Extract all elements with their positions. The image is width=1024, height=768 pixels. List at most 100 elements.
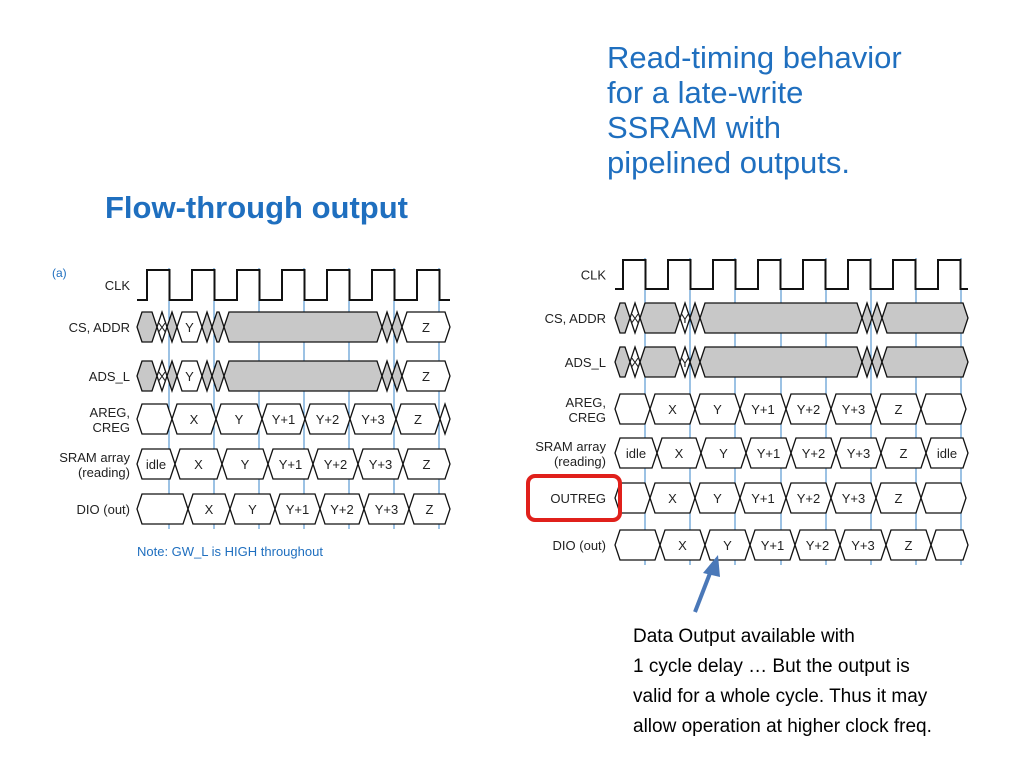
bus-waveform-segment [679,300,691,336]
bus-waveform-segment [304,403,351,435]
signal-label: (reading) [78,465,130,480]
signal-label: DIO (out) [553,538,606,553]
bus-waveform-segment [649,482,696,514]
bus-waveform-segment [871,300,883,336]
bus-waveform-value: Z [895,491,903,506]
bus-waveform-segment [739,482,787,514]
bus-waveform-value: Y+3 [851,538,875,553]
bus-waveform-value: Y+2 [802,446,826,461]
bus-waveform-segment [381,358,393,394]
bus-waveform-segment [689,300,701,336]
bus-waveform-segment [699,302,863,334]
bus-waveform-segment [223,360,383,392]
bus-waveform-value: Z [422,320,430,335]
bus-waveform-segment [136,448,176,480]
bus-waveform-value: X [675,446,684,461]
signal-label: CS, ADDR [69,320,130,335]
bus-waveform-value: Y+1 [751,402,775,417]
clk-waveform [137,269,450,301]
bus-waveform-segment [835,437,882,469]
bus-waveform-segment [861,344,873,380]
bus-waveform-segment [408,493,451,525]
bus-waveform-segment [267,448,314,480]
bus-waveform-segment [136,360,158,392]
bus-waveform-segment [785,482,832,514]
bus-waveform-value: Y+1 [757,446,781,461]
bus-waveform-segment [830,393,877,425]
bus-waveform-value: idle [146,457,166,472]
bus-waveform-value: Y+3 [847,446,871,461]
bus-waveform-value: Y+3 [369,457,393,472]
bus-waveform-value: X [678,538,687,553]
bus-waveform-segment [156,309,168,345]
bus-waveform-segment [136,493,189,525]
subtitle-line: SSRAM with [607,110,781,145]
bus-waveform-segment [639,302,681,334]
bus-waveform-segment [875,393,922,425]
bus-waveform-value: Y+2 [324,457,348,472]
bus-waveform-segment [871,344,883,380]
signal-label: CLK [581,268,607,283]
annotation-arrow-shaft [693,567,714,613]
bus-waveform-value: Y+3 [842,491,866,506]
bus-waveform-segment [187,493,231,525]
bus-waveform-segment [261,403,306,435]
bus-waveform-segment [875,482,922,514]
bus-waveform-value: Y [248,502,257,517]
bus-waveform-value: Z [426,502,434,517]
note-text: Note: GW_L is HIGH throughout [137,544,323,559]
bus-waveform-segment [839,529,887,561]
signal-label: (reading) [554,454,606,469]
bus-waveform-segment [739,393,787,425]
signal-label: OUTREG [550,491,606,506]
bus-waveform-value: Y [713,402,722,417]
bus-waveform-segment [215,403,263,435]
bus-waveform-segment [880,437,927,469]
bus-waveform-segment [629,344,641,380]
bus-waveform-segment [694,393,741,425]
signal-label: SRAM array [535,439,606,454]
bus-waveform-value: Z [905,538,913,553]
bus-waveform-value: Y [681,311,690,326]
bus-waveform-segment [391,358,403,394]
bus-waveform-segment [920,393,967,425]
bus-waveform-segment [201,358,213,394]
bus-waveform-segment [211,311,225,343]
bus-waveform-segment [881,346,969,378]
bus-waveform-value: X [631,355,640,370]
bus-waveform-segment [176,360,203,392]
bus-waveform-segment [201,309,213,345]
bus-waveform-segment [221,448,269,480]
bus-waveform-value: Y [235,412,244,427]
bus-waveform-value: Y+1 [286,502,310,517]
bus-waveform-segment [830,482,877,514]
bus-waveform-segment [861,300,873,336]
bus-waveform-value: Y [723,538,732,553]
bus-waveform-value: Y [241,457,250,472]
bus-waveform-value: X [158,320,167,335]
bus-waveform-segment [402,448,451,480]
bus-waveform-segment [136,311,158,343]
signal-label: CLK [105,278,131,293]
bus-waveform-segment [614,346,631,378]
bus-waveform-value: Y [185,320,194,335]
bus-waveform-segment [312,448,359,480]
bus-waveform-value: Z [900,446,908,461]
bus-waveform-segment [785,393,832,425]
annotation-arrow-head [703,555,720,577]
bus-waveform-value: Z [423,457,431,472]
bus-waveform-segment [930,529,969,561]
bus-waveform-segment [920,482,967,514]
bus-waveform-value: Y+1 [279,457,303,472]
bus-waveform-segment [749,529,796,561]
bus-waveform-segment [639,346,681,378]
bus-waveform-segment [885,529,932,561]
bus-waveform-value: Z [422,369,430,384]
bus-waveform-segment [794,529,841,561]
bus-waveform-segment [395,403,441,435]
subtitle-line: pipelined outputs. [607,145,851,180]
bus-waveform-segment [629,300,641,336]
bus-waveform-segment [689,344,701,380]
clk-waveform [615,259,968,290]
